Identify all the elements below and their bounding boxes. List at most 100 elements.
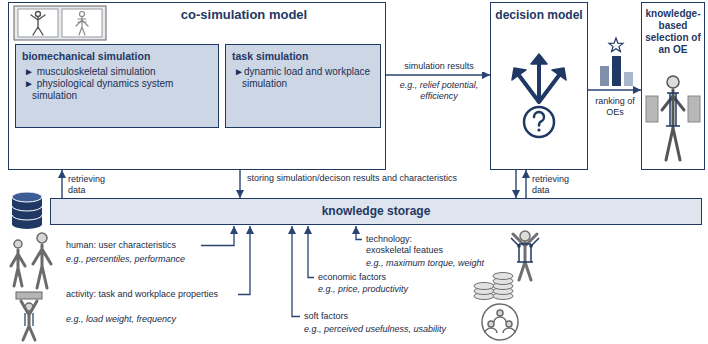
example-note: e.g., perceived usefulness, usability	[304, 324, 476, 335]
connector-arrow	[386, 74, 490, 75]
decision-arrowheads	[512, 54, 566, 80]
input-category: soft factors	[304, 311, 464, 322]
exoskeleton-joint	[517, 244, 521, 248]
monitor-screen	[62, 9, 102, 37]
person-shoulders	[494, 317, 506, 322]
figure-limbs	[662, 90, 684, 160]
connector-arrow	[515, 170, 516, 198]
database-top	[12, 192, 42, 202]
database-icon	[12, 192, 42, 229]
input-category: economic factors	[318, 272, 458, 283]
decision-icon	[512, 54, 566, 137]
coins-icon	[474, 273, 513, 300]
example-note: e.g., load weight, frequency	[66, 314, 234, 325]
ranking-bar	[624, 72, 633, 86]
figure-limbs	[513, 234, 537, 280]
skeleton-figure	[76, 12, 88, 36]
stick-figure	[31, 12, 45, 36]
figure-head	[520, 231, 530, 241]
box-title: knowledge-based selection of an OE	[644, 8, 702, 56]
exoskeleton-frame	[666, 93, 680, 126]
simulation-picture	[14, 6, 106, 40]
input-arrow	[356, 226, 362, 240]
box-title: decision model	[494, 8, 584, 22]
connector-arrow	[525, 170, 526, 198]
input-arrow	[238, 226, 250, 295]
box-title: knowledge storage	[57, 204, 695, 218]
model-panel: co-simulation model biomechanical simulat…	[8, 2, 386, 170]
bullet-text: ► physiological dynamics system simulati…	[22, 78, 212, 102]
database-body	[12, 192, 42, 229]
option-card	[688, 96, 700, 122]
box-title: co-simulation model	[109, 7, 379, 23]
figure-limbs	[11, 250, 25, 286]
input-arrow	[201, 226, 234, 246]
edge-label: simulation results	[392, 61, 486, 72]
bullet-text: ► musculoskeletal simulation	[22, 66, 212, 78]
bullet-text: ►dynamic load and workplace simulation	[232, 66, 374, 90]
exoskeleton-joint	[529, 244, 533, 248]
coin	[474, 283, 494, 290]
example-note: e.g., maximum torque, weight	[366, 258, 496, 269]
input-arrow	[292, 226, 300, 317]
person-head	[488, 321, 494, 327]
figure-head	[36, 12, 41, 17]
ranking-bar	[612, 56, 621, 86]
database-bands	[12, 206, 42, 220]
storage-bar: knowledge storage	[50, 198, 702, 225]
decision-box: decision model	[490, 2, 588, 170]
exoskeleton-frame	[511, 238, 539, 262]
decision-arrows	[518, 62, 560, 102]
box-title: task simulation	[232, 50, 374, 63]
connector-arrow	[588, 89, 641, 90]
simulation-box: task simulation ►dynamic load and workpla…	[225, 44, 381, 128]
activity-figure	[16, 292, 42, 340]
question-circle	[524, 107, 554, 137]
exoskeleton-icon	[511, 231, 539, 280]
edge-label: retrieving data	[532, 174, 584, 196]
coin	[493, 273, 513, 280]
edge-label: retrieving data	[68, 174, 120, 196]
group-circle	[482, 304, 518, 340]
human-percentile-figures	[11, 233, 51, 288]
exoskeleton-frame	[25, 313, 33, 326]
ranking-label: ranking of OEs	[590, 96, 640, 118]
person-head	[506, 321, 512, 327]
input-arrows	[201, 226, 362, 317]
soft-factors-icon	[482, 304, 518, 340]
ranking-star	[609, 38, 623, 52]
question-dot	[537, 128, 540, 131]
ranking-bar	[600, 66, 609, 86]
example-note: e.g., price, productivity	[318, 284, 458, 295]
input-category: technology: exoskeletal featues	[366, 234, 458, 256]
question-mark	[534, 112, 544, 126]
input-category: activity: task and workplace properties	[66, 289, 234, 300]
person-shoulders	[485, 328, 497, 333]
lifted-load	[16, 292, 42, 299]
figure-head	[80, 12, 85, 17]
figure-limbs	[76, 17, 88, 35]
connector-arrow	[61, 170, 62, 198]
exoskeleton-user-figure	[646, 76, 700, 160]
example-note: e.g., percentiles, performance	[66, 254, 216, 265]
figure-head	[14, 240, 22, 248]
selection-box: knowledge-based selection of an OE	[641, 2, 705, 170]
ranking-icon	[600, 38, 633, 86]
monitor-frame	[14, 6, 106, 40]
figure-head	[667, 76, 679, 88]
person-shoulders	[503, 328, 515, 333]
figure-limbs	[33, 245, 51, 288]
box-title: biomechanical simulation	[22, 50, 212, 63]
example-note: e.g., relief potential, efficiency	[392, 80, 486, 102]
option-card	[646, 96, 658, 122]
connector-arrow	[239, 170, 240, 198]
figure-head	[37, 233, 47, 243]
simulation-box: biomechanical simulation ► musculoskeleta…	[15, 44, 219, 128]
figure-limbs	[31, 15, 45, 35]
person-head	[497, 310, 503, 316]
input-category: human: user characteristics	[66, 240, 198, 251]
input-arrow	[308, 226, 314, 278]
monitor-screen	[18, 9, 58, 37]
figure-limbs	[21, 301, 37, 340]
